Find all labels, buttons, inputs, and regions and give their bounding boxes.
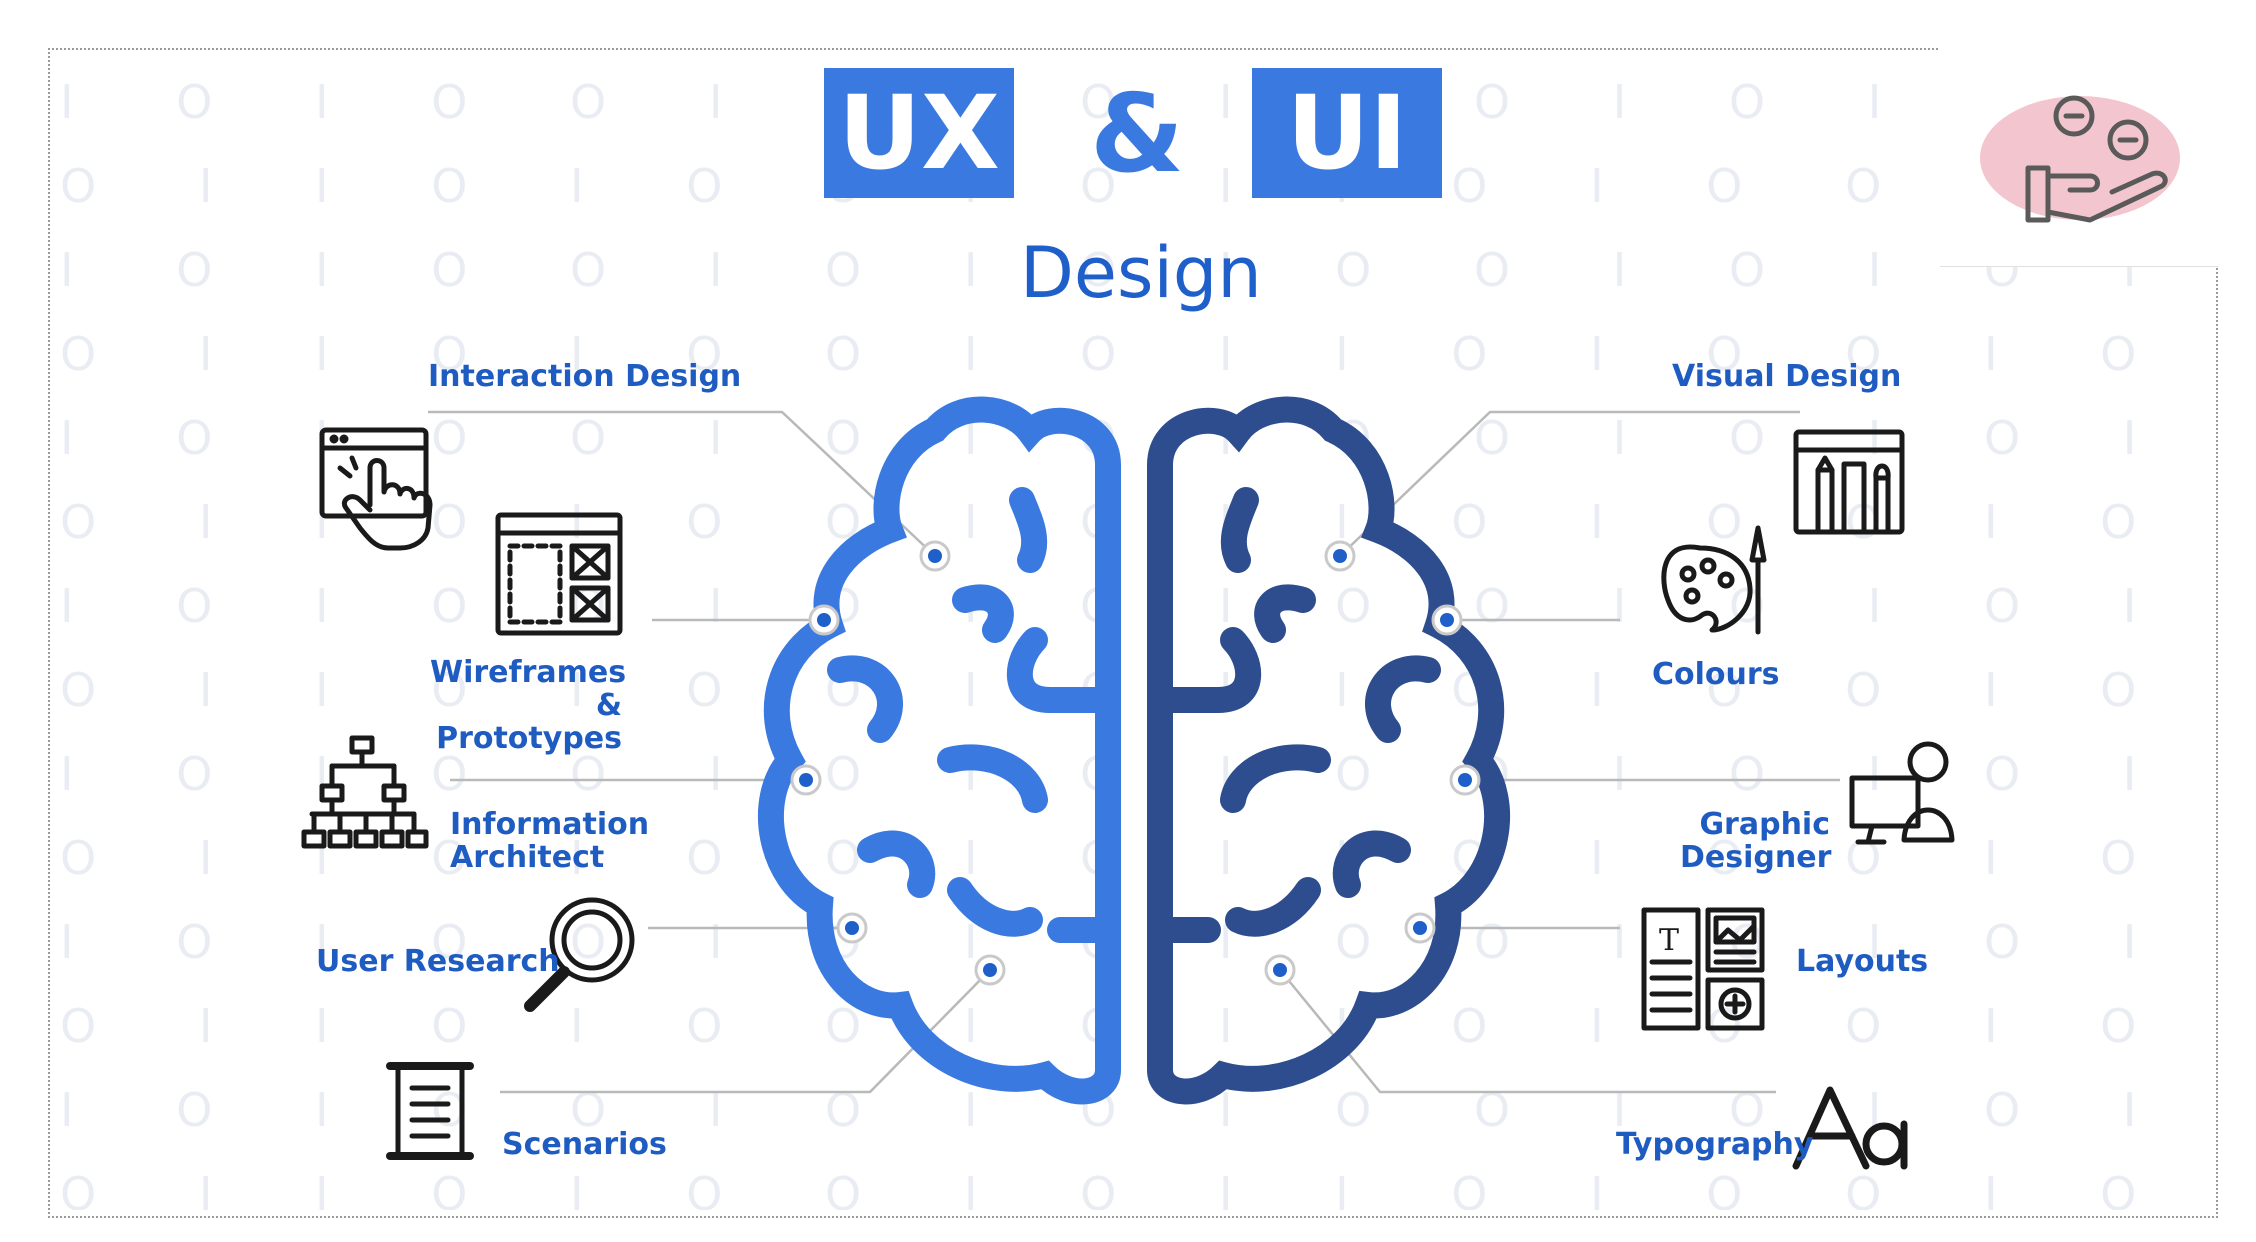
label-information-architect: Information Architect (450, 807, 650, 875)
ui-title-box: UI (1252, 68, 1442, 198)
palette-icon (1661, 525, 1767, 635)
design-subtitle: Design (1020, 232, 1262, 314)
ux-title-box: UX (824, 68, 1014, 198)
scroll-icon (386, 1062, 474, 1160)
connection-dots (790, 540, 1481, 986)
label-visual-design: Visual Design (1672, 359, 1902, 394)
design-tools-icon (1793, 429, 1905, 535)
hand-coins-logo-icon (1980, 95, 2180, 223)
label-graphic-designer: Graphic Designer (1680, 807, 1832, 875)
right-hemisphere (1147, 396, 1511, 1105)
label-typography: Typography (1616, 1127, 1814, 1162)
label-user-research: User Research (316, 944, 560, 979)
layout-icon: T (1641, 907, 1765, 1031)
connector-lines (428, 410, 1840, 1094)
typography-icon (1792, 1086, 1908, 1170)
magnifier-icon (524, 897, 635, 1012)
touch-screen-icon (319, 427, 433, 551)
designer-at-computer-icon (1849, 741, 1955, 845)
label-scenarios: Scenarios (502, 1127, 667, 1162)
ampersand: & (1090, 72, 1185, 197)
wireframe-icon (495, 512, 623, 636)
label-wireframes-prototypes: Wireframes & Prototypes (430, 655, 627, 756)
label-layouts: Layouts (1796, 944, 1929, 979)
left-hemisphere (757, 396, 1121, 1105)
diagram-frame (48, 48, 2218, 1218)
logo-card (1940, 48, 2218, 267)
svg-text:T: T (1659, 923, 1679, 958)
label-colours: Colours (1652, 657, 1780, 692)
binary-background-pattern: I O I O O I O I O I O O I O I O I O O I … (60, 75, 2181, 1210)
label-interaction-design: Interaction Design (428, 359, 742, 394)
sitemap-icon (301, 735, 429, 849)
